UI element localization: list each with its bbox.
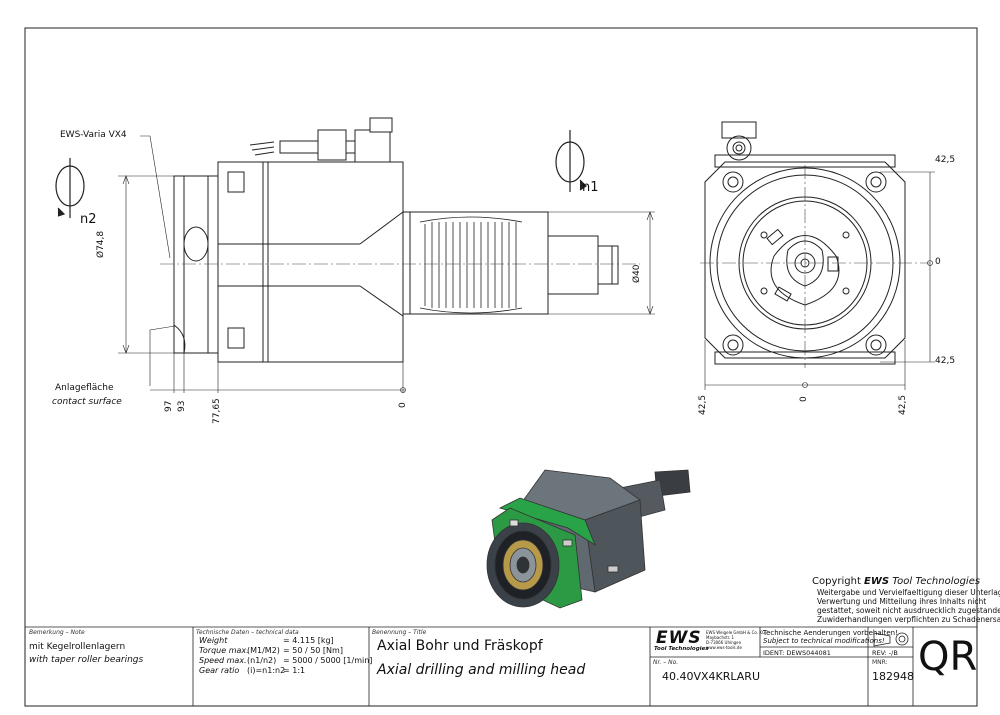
dim-0-right: 0: [935, 257, 941, 267]
rotation-arrow-n1: [555, 130, 587, 192]
notice-en: Subject to technical modifications!: [763, 637, 885, 645]
title-block-grid: [25, 626, 977, 706]
ews-logo-sub: Tool Technologies: [654, 646, 709, 652]
tech-row: Weight= 4.115 [kg]: [199, 636, 334, 645]
tech-cond: (i)=n1:n2: [247, 666, 286, 675]
contact-surface-en: contact surface: [52, 397, 122, 407]
qr-code-label: QR: [918, 634, 978, 680]
title-header: Benennung – Title: [372, 629, 427, 636]
tech-value: 5000 / 5000 [1/min]: [292, 656, 373, 665]
company-address: EWS Weigele GmbH & Co. KG Maybachstr. 1 …: [706, 630, 765, 650]
copyright-title: Copyright EWS Tool Technologies: [812, 576, 980, 587]
side-dimensions: [118, 135, 655, 393]
drawing-border: [24, 27, 978, 707]
tech-row: Speed max.(n1/n2)= 5000 / 5000 [1/min]: [199, 656, 373, 665]
copyright-line: Zuwiderhandlungen verpflichten zu Schade…: [817, 615, 1000, 624]
tech-row: Torque max.(M1/M2)= 50 / 50 [Nm]: [199, 646, 343, 655]
front-dimensions: [704, 171, 935, 390]
title-en: Axial drilling and milling head: [377, 662, 586, 678]
dim-42-5-left: 42,5: [698, 394, 708, 415]
address-line: Maybachstr. 1: [706, 635, 735, 640]
rotation-arrow-n2: [55, 158, 85, 218]
dim-dia-40: Ø40: [632, 264, 642, 283]
ident-number: IDENT: DEWS044081: [763, 649, 831, 657]
contact-surface-de: Anlagefläche: [55, 383, 114, 393]
copyright-line: Weitergabe und Vervielfaeltigung dieser …: [817, 588, 1000, 597]
copyright-notice: Weitergabe und Vervielfaeltigung dieser …: [817, 588, 1000, 624]
tech-value: 50 / 50 [Nm]: [292, 646, 343, 655]
remark-en: with taper roller bearings: [29, 655, 144, 665]
remark-de: mit Kegelrollenlagern: [29, 642, 126, 652]
notice-de: Technische Aenderungen vorbehalten!: [763, 629, 898, 637]
remark-header: Bemerkung – Note: [29, 629, 85, 636]
ews-logo: EWS: [656, 628, 702, 648]
n2-label: n2: [80, 212, 97, 227]
side-view: [173, 117, 619, 363]
ews-varia-callout: EWS-Varia VX4: [60, 130, 127, 140]
front-center-lines: [700, 165, 930, 368]
tech-value: 4.115 [kg]: [292, 636, 334, 645]
dim-42-5-right: 42,5: [898, 394, 908, 415]
mnr-header: MNR:: [872, 659, 888, 666]
tech-header: Technische Daten – technical data: [196, 629, 299, 636]
tech-data-table: Weight= 4.115 [kg] Torque max.(M1/M2)= 5…: [199, 636, 372, 676]
copyright-suffix: Tool Technologies: [889, 576, 981, 587]
tech-label: Weight: [199, 636, 228, 645]
copyright-line: Verwertung und Mitteilung ihres Inhalts …: [817, 597, 987, 606]
n1-label: n1: [582, 180, 599, 195]
projection-symbol: [873, 632, 909, 647]
tech-label: Torque max.: [199, 646, 249, 655]
dim-dia-74-8: Ø74,8: [96, 230, 106, 258]
copyright-line: gestattet, soweit nicht ausdruecklich zu…: [817, 606, 1000, 615]
dim-42-5-top: 42,5: [935, 155, 956, 165]
dim-93: 93: [177, 400, 187, 412]
title-de: Axial Bohr und Fräskopf: [377, 638, 543, 654]
nr-header: Nr. – No.: [653, 659, 679, 666]
copyright-brand: EWS: [864, 576, 890, 587]
tech-label: Gear ratio: [199, 666, 240, 675]
dim-97: 97: [164, 400, 174, 412]
part-number: 40.40VX4KRLARU: [662, 670, 761, 683]
isometric-render: [486, 469, 691, 609]
dim-0-bottom: 0: [799, 396, 809, 402]
address-line: EWS Weigele GmbH & Co. KG: [706, 630, 766, 635]
revision: REV: -/B: [872, 649, 898, 657]
address-line: www.ews-tools.de: [706, 645, 742, 650]
copyright-prefix: Copyright: [812, 576, 865, 587]
dim-0-side: 0: [398, 402, 408, 408]
dim-42-5-bottom: 42,5: [935, 356, 956, 366]
dim-77-65: 77,65: [212, 398, 222, 424]
address-line: D-73066 Uhingen: [706, 640, 742, 645]
tech-cond: (M1/M2): [247, 646, 280, 655]
tech-row: Gear ratio(i)=n1:n2= 1:1: [199, 666, 306, 675]
tech-value: 1:1: [292, 666, 306, 675]
tech-cond: (n1/n2): [247, 656, 277, 665]
tech-label: Speed max.: [199, 656, 247, 665]
mnr-number: 182948: [872, 670, 914, 683]
